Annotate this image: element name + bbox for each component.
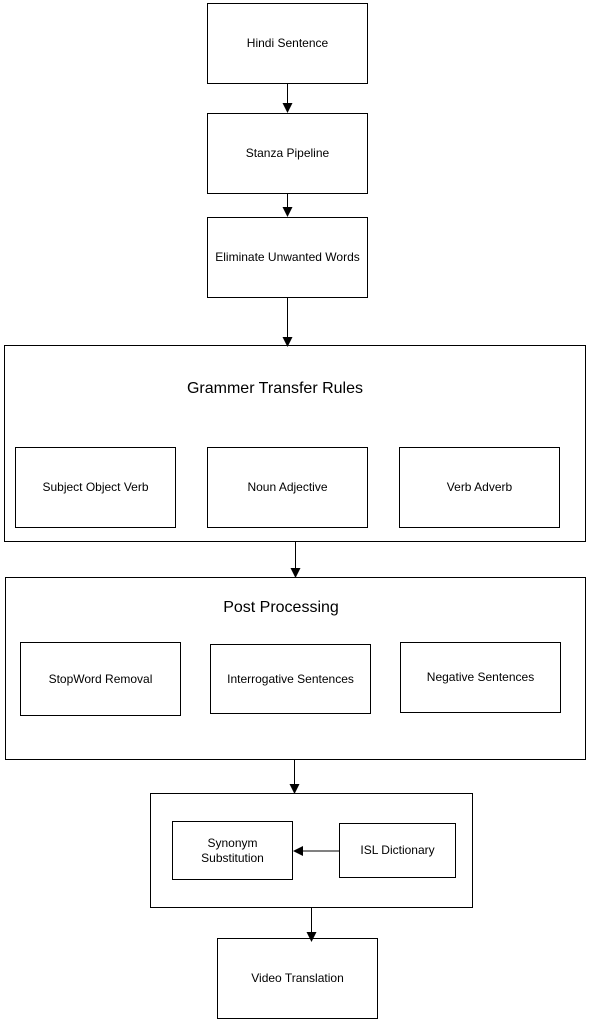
stanza-pipeline-label: Stanza Pipeline	[245, 146, 330, 160]
negative-sentences-label: Negative Sentences	[426, 670, 535, 684]
noun-adjective-node: Noun Adjective	[207, 447, 368, 528]
video-translation-node: Video Translation	[217, 938, 378, 1019]
verb-adverb-node: Verb Adverb	[399, 447, 560, 528]
isl-dictionary-label: ISL Dictionary	[360, 843, 435, 857]
stopword-removal-label: StopWord Removal	[48, 671, 153, 686]
grammar-transfer-rules-title: Grammer Transfer Rules	[186, 380, 364, 397]
eliminate-unwanted-words-node: Eliminate Unwanted Words	[207, 217, 368, 298]
subject-object-verb-label: Subject Object Verb	[42, 480, 149, 494]
verb-adverb-label: Verb Adverb	[446, 480, 513, 494]
interrogative-sentences-label: Interrogative Sentences	[227, 671, 354, 686]
video-translation-label: Video Translation	[251, 971, 344, 985]
hindi-sentence-node: Hindi Sentence	[207, 3, 368, 84]
stanza-pipeline-node: Stanza Pipeline	[207, 113, 368, 194]
synonym-substitution-node: Synonym Substitution	[172, 821, 293, 880]
interrogative-sentences-node: Interrogative Sentences	[210, 644, 371, 714]
stopword-removal-node: StopWord Removal	[20, 642, 181, 716]
negative-sentences-node: Negative Sentences	[400, 642, 561, 713]
isl-dictionary-node: ISL Dictionary	[339, 823, 456, 878]
synonym-substitution-label: Synonym Substitution	[201, 835, 264, 865]
hindi-sentence-label: Hindi Sentence	[246, 36, 329, 50]
eliminate-unwanted-words-label: Eliminate Unwanted Words	[215, 250, 360, 264]
post-processing-title: Post Processing	[223, 599, 339, 616]
noun-adjective-label: Noun Adjective	[247, 480, 328, 494]
subject-object-verb-node: Subject Object Verb	[15, 447, 176, 528]
